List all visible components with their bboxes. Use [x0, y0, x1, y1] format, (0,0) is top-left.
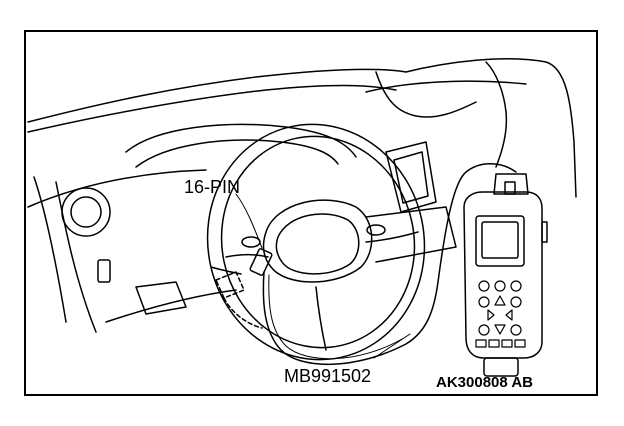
scan-tool-screen	[481, 221, 519, 259]
cluster-hood	[135, 139, 339, 168]
cable-plug	[249, 248, 273, 276]
figure-code-label: AK300808 AB	[436, 374, 533, 391]
left-vent-inner	[70, 196, 102, 228]
part-leader-line	[373, 333, 411, 359]
knee-panel	[135, 281, 187, 315]
left-door-edge	[33, 176, 67, 323]
diagnostic-connector	[215, 271, 245, 299]
left-vent	[61, 187, 111, 237]
lower-dash-line	[105, 289, 237, 323]
airbag-pad	[262, 199, 373, 283]
wheel-spoke-bottom	[315, 286, 327, 351]
scan-tool-keypad	[475, 280, 526, 348]
steering-wheel-inner	[220, 135, 416, 349]
airbag-pad-inner	[275, 213, 360, 275]
instrument-cluster	[125, 123, 357, 158]
left-switch	[97, 259, 111, 283]
center-panel	[385, 141, 437, 213]
connector-leader-line	[235, 193, 263, 249]
console-lower	[365, 206, 457, 263]
dash-vent-right	[375, 71, 477, 118]
scan-tool-bottom-plug	[483, 357, 519, 377]
scan-tool-screen-bezel	[475, 215, 525, 267]
dashboard-outline	[27, 58, 577, 198]
horn-button-left	[241, 236, 261, 248]
glovebox-line	[365, 80, 527, 93]
scan-tool-connector-tab	[504, 181, 516, 195]
dashboard-illustration	[27, 58, 577, 377]
wheel-spoke-left	[225, 254, 269, 258]
center-panel-inner	[393, 151, 429, 204]
dashboard-top-edge	[27, 84, 397, 133]
dashboard-lower-edge	[27, 169, 207, 208]
connector-harness	[223, 297, 263, 329]
scan-tool-cable-return	[268, 274, 403, 360]
tool-part-number-label: MB991502	[284, 366, 372, 386]
scan-tool-connector	[493, 173, 529, 195]
wheel-spoke-right	[365, 231, 419, 243]
scan-tool	[463, 173, 548, 377]
steering-wheel-outer	[206, 123, 426, 361]
steering-column	[210, 266, 242, 275]
left-panel	[55, 181, 97, 333]
dash-right-curve	[485, 61, 508, 168]
scan-tool-cable	[262, 163, 517, 365]
horn-button-right	[366, 224, 386, 236]
scan-tool-body	[463, 191, 543, 359]
diagram-frame: 16-PIN MB991502 AK300808 AB	[24, 30, 598, 396]
connector-label: 16-PIN	[184, 177, 241, 197]
scan-tool-side-button	[541, 221, 548, 243]
